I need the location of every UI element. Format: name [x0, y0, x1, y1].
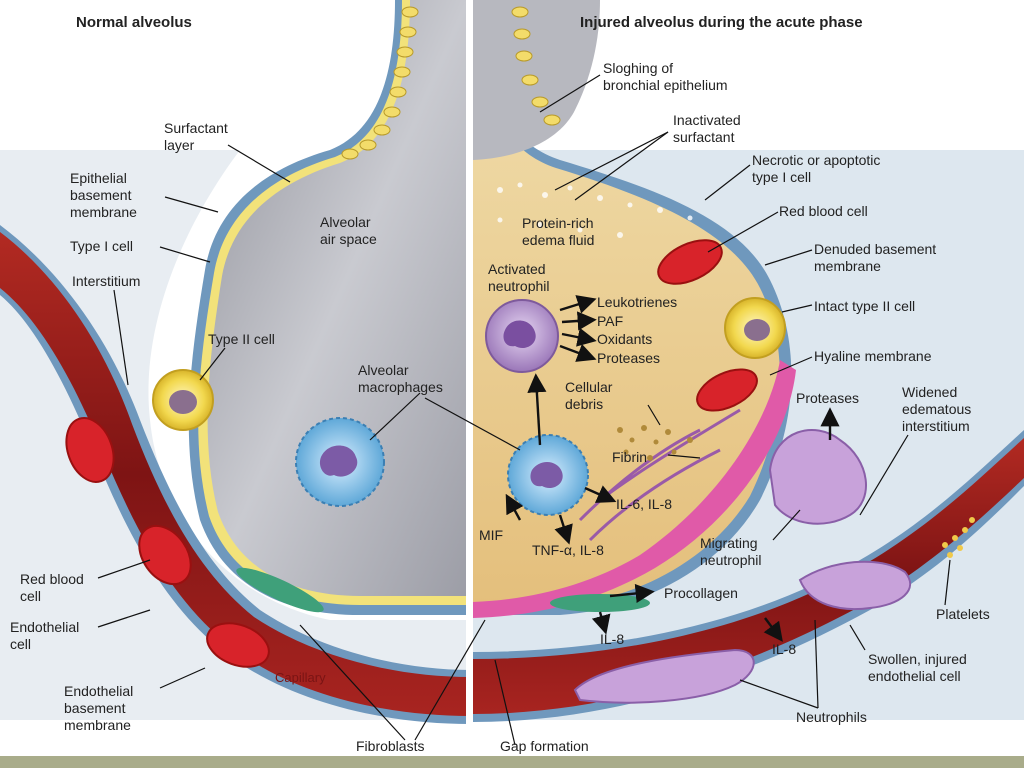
label-alveolar-air-space: Alveolar air space — [320, 214, 377, 247]
label-proteases: Proteases — [796, 390, 860, 406]
right-red-blood-cells — [657, 239, 758, 412]
left-interstitium — [0, 150, 470, 720]
label-cellular-debris: Cellular debris — [565, 379, 613, 412]
label-endothelial-basement-membrane: Endothelial basement membrane — [64, 683, 134, 733]
label-il8-a: IL-8 — [600, 631, 625, 647]
label-mif: MIF — [479, 527, 504, 543]
label-sloghing: Sloghing of bronchial epithelium — [603, 60, 728, 93]
right-capillary-outer — [473, 430, 1024, 722]
label-type-i-cell: Type I cell — [70, 238, 134, 254]
bottom-bar — [0, 756, 1024, 768]
label-activated-neutrophil: Activated neutrophil — [488, 261, 550, 294]
heading-injured-alveolus: Injured alveolus during the acute phase — [580, 14, 863, 31]
label-protein-rich-edema: Protein-rich edema fluid — [522, 215, 595, 248]
left-fibroblast — [236, 567, 324, 613]
left-capillary — [0, 232, 470, 716]
label-epithelial-basement-membrane: Epithelial basement membrane — [70, 170, 137, 220]
label-alveolar-macrophages: Alveolar macrophages — [358, 362, 443, 395]
label-proteases-list: Proteases — [597, 350, 661, 366]
arrows — [505, 295, 840, 642]
left-red-blood-cells — [65, 417, 270, 668]
right-capillary — [473, 438, 1024, 714]
heading-normal-alveolus: Normal alveolus — [76, 14, 192, 31]
hyaline-membrane — [473, 360, 796, 618]
label-migrating-neutrophil: Migrating neutrophil — [700, 535, 762, 568]
left-bronchial-cells — [341, 6, 419, 160]
right-bronchial-cells — [511, 6, 561, 126]
label-interstitium: Interstitium — [72, 273, 141, 289]
label-surfactant-layer: Surfactant layer — [164, 120, 228, 153]
label-gap-formation: Gap formation — [500, 738, 589, 754]
label-intact-type-ii: Intact type II cell — [814, 298, 916, 314]
label-paf: PAF — [597, 313, 624, 329]
label-hyaline-membrane: Hyaline membrane — [814, 348, 932, 364]
platelets — [942, 517, 975, 558]
label-red-blood-cell-left: Red blood cell — [20, 571, 84, 604]
label-denuded-basement-membrane: Denuded basement membrane — [814, 241, 937, 274]
label-type-ii-cell: Type II cell — [208, 331, 275, 347]
label-il6-il8: IL-6, IL-8 — [616, 496, 673, 512]
label-capillary: Capillary — [275, 670, 326, 685]
label-necrotic-cell: Necrotic or apoptotic type I cell — [752, 152, 881, 185]
inactivated-surfactant-dots — [497, 182, 693, 238]
label-fibroblasts: Fibroblasts — [356, 738, 425, 754]
label-swollen-endothelial: Swollen, injured endothelial cell — [868, 651, 967, 684]
label-inactivated-surfactant: Inactivated surfactant — [673, 112, 741, 145]
right-fibroblast — [550, 594, 650, 612]
leader-lines — [97, 74, 951, 746]
migrating-neutrophil — [768, 429, 867, 525]
label-procollagen: Procollagen — [664, 585, 738, 601]
label-red-blood-cell-right: Red blood cell — [779, 203, 868, 219]
left-air-space — [207, 0, 468, 596]
label-il8-b: IL-8 — [772, 641, 797, 657]
label-oxidants: Oxidants — [597, 331, 653, 347]
neutrophil-in-capillary — [798, 560, 912, 611]
label-endothelial-cell: Endothelial cell — [10, 619, 80, 652]
neutrophil-lower — [573, 648, 755, 704]
panel-divider — [466, 0, 473, 756]
label-platelets: Platelets — [936, 606, 990, 622]
label-fibrin: Fibrin — [612, 449, 648, 465]
label-widened-interstitium: Widened edematous interstitium — [902, 384, 972, 434]
cellular-debris — [617, 425, 693, 461]
label-leukotrienes: Leukotrienes — [597, 294, 678, 310]
label-neutrophils: Neutrophils — [796, 709, 867, 725]
label-tnf-il8: TNF-α, IL-8 — [532, 542, 604, 558]
